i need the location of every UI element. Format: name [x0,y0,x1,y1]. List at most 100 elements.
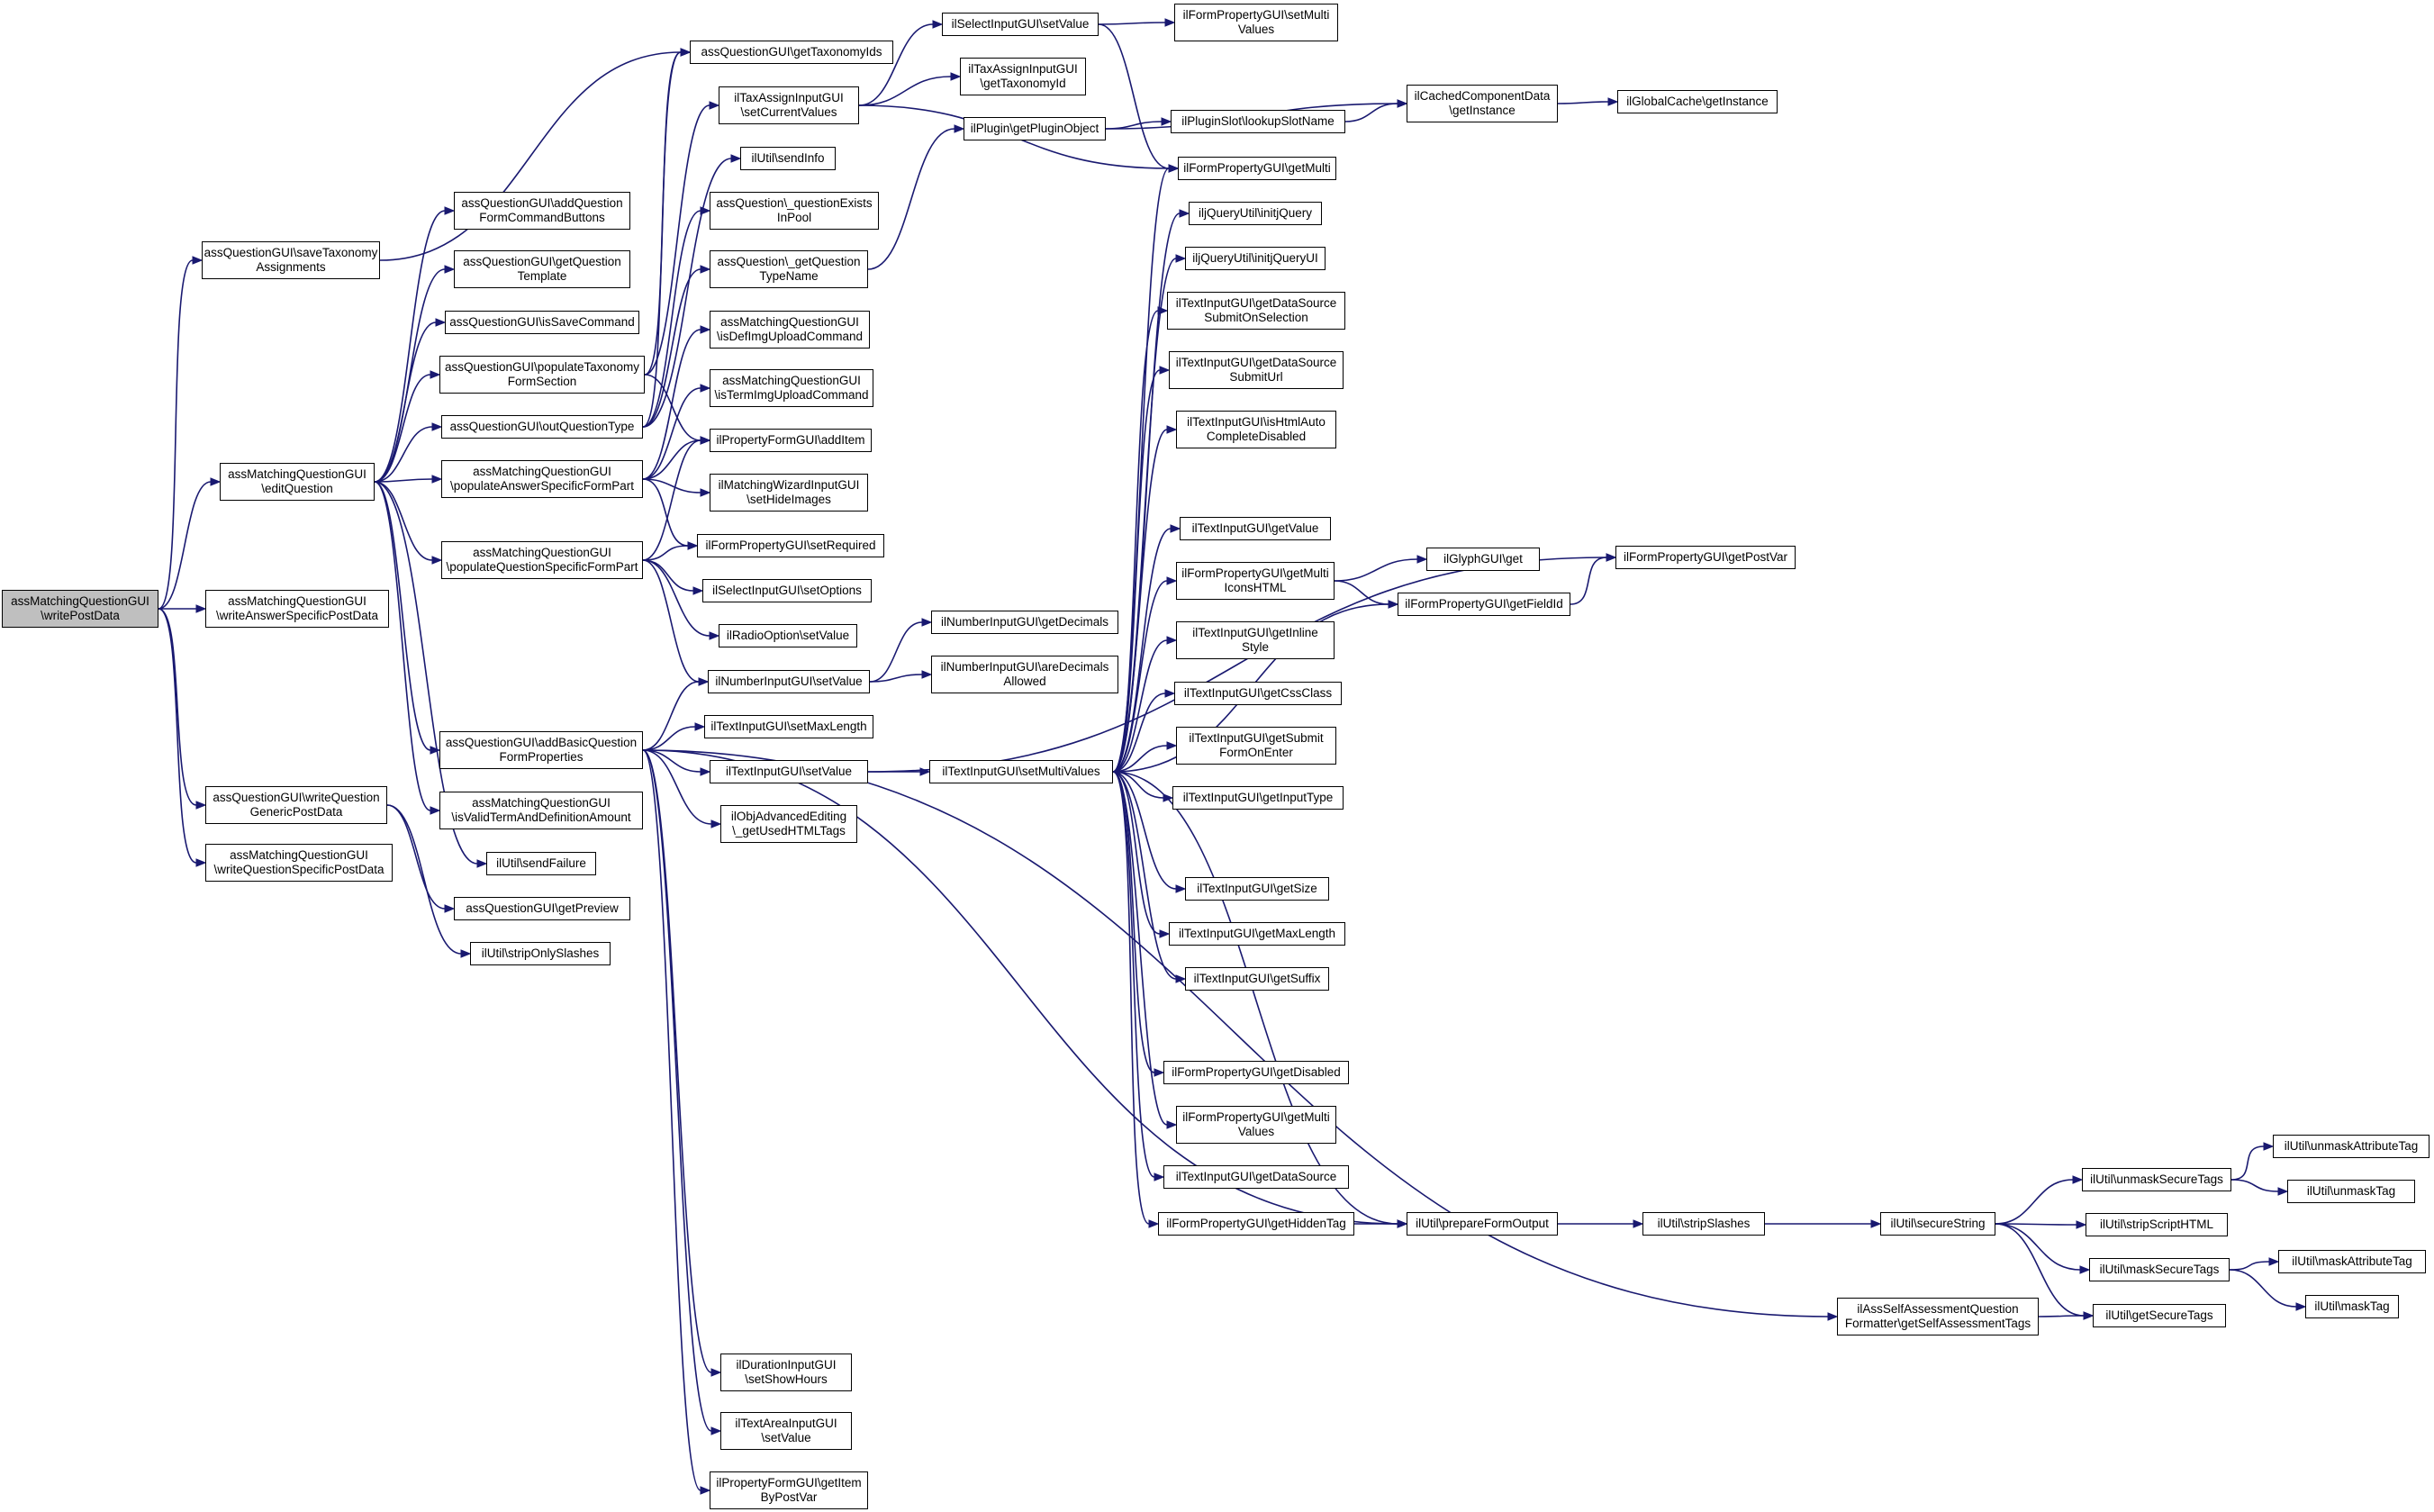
edge-arrowhead [1166,741,1178,750]
edge-edit-question-to-populate-taxonomy-form-section [374,374,431,483]
node-set-multi-values[interactable]: ilTextInputGUI\setMultiValues [929,760,1113,783]
node-global-cache-get-instance[interactable]: ilGlobalCache\getInstance [1617,90,1778,113]
node-is-def-img-upload-command[interactable]: assMatchingQuestionGUI \isDefImgUploadCo… [710,311,870,349]
edge-write-question-generic-post-data-to-strip-only-slashes [386,804,462,955]
node-write-question-specific-post-data[interactable]: assMatchingQuestionGUI \writeQuestionSpe… [205,844,393,882]
node-get-data-source-submit-on-selection[interactable]: ilTextInputGUI\getDataSource SubmitOnSel… [1167,292,1345,330]
node-get-submit-form-on-enter[interactable]: ilTextInputGUI\getSubmit FormOnEnter [1176,727,1336,765]
node-initj-query-ui[interactable]: iljQueryUtil\initjQueryUI [1185,247,1326,270]
node-send-info[interactable]: ilUtil\sendInfo [740,147,836,170]
node-add-item[interactable]: ilPropertyFormGUI\addItem [710,429,872,452]
edge-arrowhead [950,72,962,81]
edge-set-current-values-to-select-set-value [858,23,934,106]
node-get-input-type[interactable]: ilTextInputGUI\getInputType [1172,786,1344,810]
node-is-save-command[interactable]: assQuestionGUI\isSaveCommand [445,311,639,334]
node-set-required[interactable]: ilFormPropertyGUI\setRequired [697,534,884,557]
edge-arrowhead [1607,97,1619,106]
node-set-max-length[interactable]: ilTextInputGUI\setMaxLength [704,715,873,738]
edge-arrowhead [1154,1068,1165,1077]
node-write-post-data[interactable]: assMatchingQuestionGUI \writePostData [2,590,158,628]
node-unmask-secure-tags[interactable]: ilUtil\unmaskSecureTags [2082,1168,2231,1191]
node-get-decimals[interactable]: ilNumberInputGUI\getDecimals [931,611,1118,634]
node-are-decimals-allowed[interactable]: ilNumberInputGUI\areDecimals Allowed [931,656,1118,693]
edge-set-multi-values-to-get-size [1112,771,1177,890]
node-get-preview[interactable]: assQuestionGUI\getPreview [454,897,630,920]
node-save-taxonomy-assignments[interactable]: assQuestionGUI\saveTaxonomy Assignments [202,241,380,279]
node-text-set-value[interactable]: ilTextInputGUI\setValue [710,760,868,783]
edge-arrowhead [710,1368,722,1377]
node-get-plugin-object[interactable]: ilPlugin\getPluginObject [964,117,1106,140]
node-get-multi-values[interactable]: ilFormPropertyGUI\getMulti Values [1176,1106,1336,1144]
node-write-answer-specific-post-data[interactable]: assMatchingQuestionGUI \writeAnswerSpeci… [205,590,389,628]
node-secure-string[interactable]: ilUtil\secureString [1880,1212,1995,1236]
node-strip-slashes[interactable]: ilUtil\stripSlashes [1642,1212,1765,1236]
node-mask-tag[interactable]: ilUtil\maskTag [2305,1295,2399,1318]
node-get-inline-style[interactable]: ilTextInputGUI\getInline Style [1176,621,1335,659]
edge-arrowhead [1157,306,1169,315]
node-add-basic-question-form-properties[interactable]: assQuestionGUI\addBasicQuestion FormProp… [439,731,643,769]
node-strip-script-html[interactable]: ilUtil\stripScriptHTML [2086,1213,2228,1236]
node-is-html-auto-complete-disabled[interactable]: ilTextInputGUI\isHtmlAuto CompleteDisabl… [1176,411,1336,448]
node-mask-attribute-tag[interactable]: ilUtil\maskAttributeTag [2278,1250,2426,1273]
node-set-options[interactable]: ilSelectInputGUI\setOptions [702,579,872,602]
edge-cached-get-instance-to-global-cache-get-instance [1557,101,1609,104]
node-populate-question-specific-form-part[interactable]: assMatchingQuestionGUI \populateQuestion… [441,541,643,579]
node-set-current-values[interactable]: ilTaxAssignInputGUI \setCurrentValues [719,86,859,124]
node-get-item-by-post-var[interactable]: ilPropertyFormGUI\getItem ByPostVar [710,1471,868,1509]
node-populate-answer-specific-form-part[interactable]: assMatchingQuestionGUI \populateAnswerSp… [441,460,643,498]
node-get-field-id[interactable]: ilFormPropertyGUI\getFieldId [1398,593,1570,616]
node-get-question-template[interactable]: assQuestionGUI\getQuestion Template [454,250,630,288]
node-cached-get-instance[interactable]: ilCachedComponentData \getInstance [1407,85,1558,122]
node-out-question-type[interactable]: assQuestionGUI\outQuestionType [441,415,643,439]
edge-save-taxonomy-assignments-to-get-taxonomy-ids [379,51,682,261]
node-get-multi-icons-html[interactable]: ilFormPropertyGUI\getMulti IconsHTML [1176,562,1335,600]
node-get-data-source[interactable]: ilTextInputGUI\getDataSource [1163,1165,1349,1189]
node-get-multi[interactable]: ilFormPropertyGUI\getMulti [1178,157,1336,180]
node-select-set-value[interactable]: ilSelectInputGUI\setValue [942,13,1099,36]
node-unmask-tag[interactable]: ilUtil\unmaskTag [2287,1180,2415,1203]
node-get-used-htmltags[interactable]: ilObjAdvancedEditing \_getUsedHTMLTags [720,805,857,843]
node-glyph-get[interactable]: ilGlyphGUI\get [1426,548,1540,571]
node-strip-only-slashes[interactable]: ilUtil\stripOnlySlashes [470,942,611,965]
edge-add-basic-question-form-properties-to-number-set-value [642,681,700,751]
edge-arrowhead [921,670,933,679]
node-get-taxonomy-id[interactable]: ilTaxAssignInputGUI \getTaxonomyId [960,58,1086,95]
node-get-size[interactable]: ilTextInputGUI\getSize [1185,877,1329,901]
node-initj-query[interactable]: iljQueryUtil\initjQuery [1189,202,1322,225]
node-question-exists-in-pool[interactable]: assQuestion\_questionExists InPool [710,192,879,230]
node-prepare-form-output[interactable]: ilUtil\prepareFormOutput [1407,1212,1558,1236]
node-get-css-class[interactable]: ilTextInputGUI\getCssClass [1174,682,1342,705]
node-edit-question[interactable]: assMatchingQuestionGUI \editQuestion [220,463,375,501]
node-set-hide-images[interactable]: ilMatchingWizardInputGUI \setHideImages [710,474,868,512]
node-get-post-var[interactable]: ilFormPropertyGUI\getPostVar [1615,546,1796,569]
edge-arrowhead [2295,1302,2307,1311]
node-get-data-source-submit-url[interactable]: ilTextInputGUI\getDataSource SubmitUrl [1169,351,1344,389]
node-text-area-set-value[interactable]: ilTextAreaInputGUI \setValue [720,1412,852,1450]
node-get-hidden-tag[interactable]: ilFormPropertyGUI\getHiddenTag [1158,1212,1354,1236]
node-lookup-slot-name[interactable]: ilPluginSlot\lookupSlotName [1171,110,1345,133]
node-get-taxonomy-ids[interactable]: assQuestionGUI\getTaxonomyIds [690,41,893,64]
node-radio-set-value[interactable]: ilRadioOption\setValue [719,624,857,647]
node-text-get-value[interactable]: ilTextInputGUI\getValue [1180,517,1331,540]
node-unmask-attribute-tag[interactable]: ilUtil\unmaskAttributeTag [2273,1135,2429,1158]
node-get-secure-tags[interactable]: ilUtil\getSecureTags [2093,1304,2226,1327]
node-is-term-img-upload-command[interactable]: assMatchingQuestionGUI \isTermImgUploadC… [710,369,873,407]
node-is-valid-term-and-definition-amount[interactable]: assMatchingQuestionGUI \isValidTermAndDe… [439,792,643,829]
node-get-self-assessment-tags[interactable]: ilAssSelfAssessmentQuestion Formatter\ge… [1837,1298,2039,1335]
node-get-max-length[interactable]: ilTextInputGUI\getMaxLength [1169,922,1345,946]
node-get-question-type-name[interactable]: assQuestion\_getQuestion TypeName [710,250,868,288]
edge-add-basic-question-form-properties-to-set-max-length [642,726,696,751]
node-send-failure[interactable]: ilUtil\sendFailure [486,852,596,875]
node-populate-taxonomy-form-section[interactable]: assQuestionGUI\populateTaxonomy FormSect… [439,356,645,394]
node-form-set-multi-values[interactable]: ilFormPropertyGUI\setMulti Values [1174,4,1338,41]
node-write-question-generic-post-data[interactable]: assQuestionGUI\writeQuestion GenericPost… [205,786,387,824]
node-set-show-hours[interactable]: ilDurationInputGUI \setShowHours [720,1354,852,1391]
node-number-set-value[interactable]: ilNumberInputGUI\setValue [708,670,870,693]
edge-add-basic-question-form-properties-to-get-used-htmltags [642,749,712,825]
node-get-suffix[interactable]: ilTextInputGUI\getSuffix [1185,967,1329,991]
edge-populate-question-specific-form-part-to-set-required [642,545,689,561]
node-mask-secure-tags[interactable]: ilUtil\maskSecureTags [2089,1258,2230,1281]
edge-arrowhead [1397,1219,1408,1228]
node-get-disabled[interactable]: ilFormPropertyGUI\getDisabled [1163,1061,1349,1084]
node-add-question-form-command-buttons[interactable]: assQuestionGUI\addQuestion FormCommandBu… [454,192,630,230]
